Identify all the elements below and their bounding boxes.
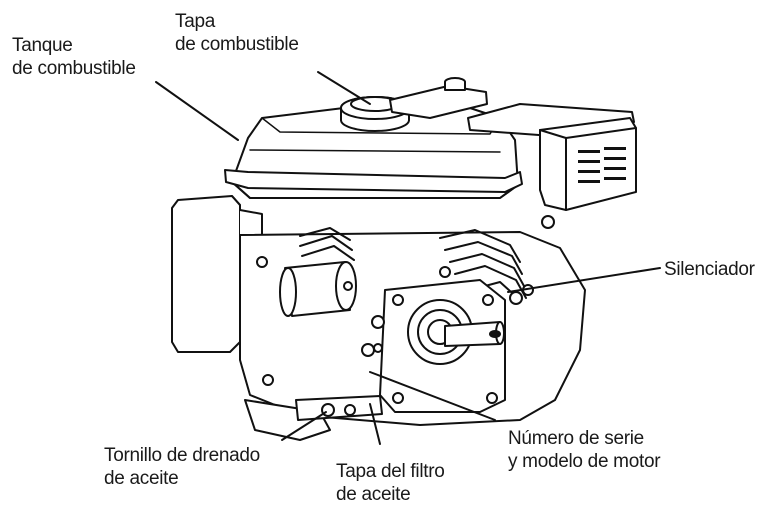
muffler-box <box>539 117 637 211</box>
fasteners <box>256 215 555 386</box>
label-oil-filler-cap-line1: Tapa del filtro <box>336 461 445 482</box>
label-drain-bolt-line2: de aceite <box>104 468 179 489</box>
label-fuel-cap: Tapa de combustible <box>175 10 299 56</box>
leader-oil-filler-cap <box>369 403 381 445</box>
label-muffler-line1: Silenciador <box>664 259 755 280</box>
fuel-tank <box>224 105 523 199</box>
label-serial-number-line2: y modelo de motor <box>508 451 661 472</box>
label-fuel-tank-line1: Tanque <box>12 35 73 56</box>
label-muffler: Silenciador <box>664 258 755 281</box>
label-fuel-tank: Tanque de combustible <box>12 34 136 80</box>
leader-serial-number <box>369 371 496 421</box>
label-oil-filler-cap: Tapa del filtro de aceite <box>336 460 445 506</box>
leader-muffler <box>507 267 661 293</box>
leader-fuel-tank <box>155 81 239 141</box>
leader-drain-bolt <box>281 411 327 441</box>
starter-motor <box>279 261 357 317</box>
label-serial-number-line1: Número de serie <box>508 428 644 449</box>
label-drain-bolt-line1: Tornillo de drenado <box>104 445 260 466</box>
label-drain-bolt: Tornillo de drenado de aceite <box>104 444 260 490</box>
label-oil-filler-cap-line2: de aceite <box>336 484 411 505</box>
label-fuel-cap-line1: Tapa <box>175 11 216 32</box>
label-fuel-cap-line2: de combustible <box>175 34 299 55</box>
crankcase-cover <box>379 279 506 413</box>
leader-fuel-cap <box>317 71 371 105</box>
label-serial-number: Número de serie y modelo de motor <box>508 427 661 473</box>
label-fuel-tank-line2: de combustible <box>12 58 136 79</box>
crankshaft <box>444 321 505 347</box>
